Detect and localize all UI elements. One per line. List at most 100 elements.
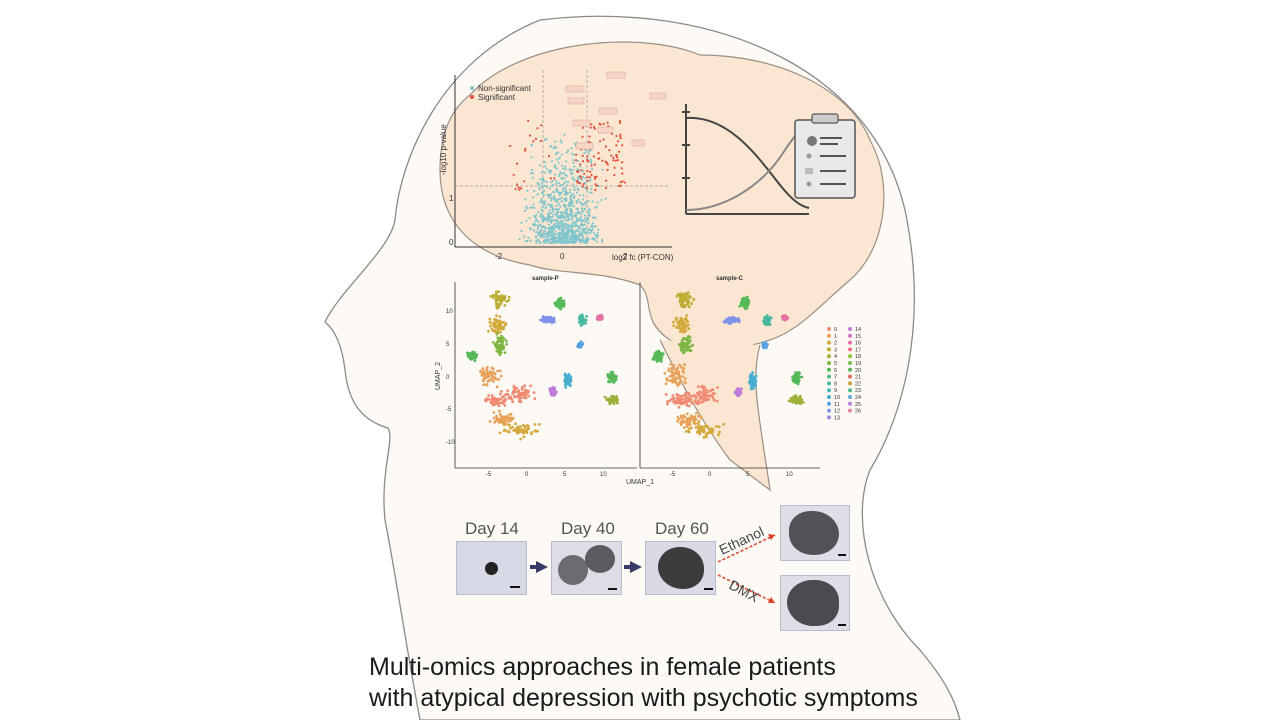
umap-point [660,355,664,359]
volcano-point [591,167,594,171]
volcano-point [541,201,544,204]
umap-point [491,371,495,374]
volcano-point [554,182,558,185]
umap-point [656,350,660,354]
volcano-point [583,151,586,155]
umap-point [473,355,477,359]
umap-point [680,339,684,343]
volcano-point [530,143,533,146]
volcano-point [586,179,589,182]
umap-point [490,375,494,378]
umap-point [792,398,796,402]
volcano-point [601,159,604,162]
volcano-point [551,236,555,239]
volcano-point [584,201,587,204]
umap-point [696,385,700,388]
umap-legend-swatch [848,354,852,359]
volcano-point [576,179,579,183]
umap-point [799,399,802,402]
volcano-point [592,155,596,158]
umap-point [487,394,491,398]
umap-point [497,294,501,298]
umap-point [666,400,669,403]
umap-point [483,398,487,402]
umap-point [685,404,689,407]
umap-point [685,422,689,426]
umap-point [681,375,684,378]
volcano-point [606,168,609,172]
umap-point [598,314,601,318]
umap-point [711,428,715,431]
volcano-point [570,152,574,155]
umap-point [659,357,663,361]
umap-ytick: 10 [446,309,453,315]
volcano-point [577,236,580,239]
volcano-point [564,197,568,200]
volcano-point [529,228,533,231]
volcano-point [554,164,557,167]
volcano-point [590,161,593,165]
volcano-point [572,158,575,162]
volcano-point [527,119,530,122]
volcano-point [590,225,593,228]
volcano-point [540,171,544,174]
umap-legend-label: 2 [834,341,837,347]
volcano-point [564,237,567,240]
umap-point [754,374,758,378]
umap-point [492,400,495,404]
umap-point [677,343,681,346]
umap-legend-swatch [848,340,852,345]
volcano-point [543,225,546,228]
umap-point [517,390,520,394]
umap-point [766,343,769,346]
volcano-point [557,182,560,185]
volcano-point [549,211,553,214]
day-label: Day 40 [561,519,615,538]
umap-point [683,294,686,298]
umap-legend-label: 14 [855,327,861,333]
umap-point [664,393,668,396]
volcano-point [562,240,566,243]
volcano-point [563,186,566,190]
umap-point [513,388,517,391]
volcano-point [535,213,538,216]
volcano-point [547,212,550,215]
umap-point [466,353,470,356]
volcano-point [558,214,561,217]
umap-point [499,321,502,325]
volcano-point [563,215,566,218]
umap-point [533,397,537,400]
umap-point [503,404,507,407]
umap-legend-label: 19 [855,361,861,367]
umap-point [688,423,692,427]
volcano-point [584,149,587,152]
umap-point [681,397,685,401]
volcano-point [567,229,570,232]
umap-point [657,355,660,358]
umap-point [495,319,499,322]
brain-shape [439,41,885,351]
volcano-point [530,171,533,175]
volcano-point [551,215,554,218]
volcano-point [566,208,569,211]
volcano-point [561,225,564,228]
volcano-point [571,233,574,236]
umap-point [737,392,741,396]
volcano-point [584,232,588,235]
umap-point [563,372,567,376]
umap-point [797,378,801,382]
volcano-point [512,173,515,176]
umap-point [677,373,680,377]
volcano-point [581,210,585,213]
umap-point [704,395,708,399]
volcano-point [618,184,621,188]
umap-point [610,375,614,379]
umap-point [705,398,709,402]
umap-point [525,424,529,427]
volcano-point [571,172,574,175]
umap-legend-swatch [827,340,831,345]
volcano-point [579,165,582,168]
volcano-legend-sig: Significant [478,93,516,102]
volcano-point [586,158,589,161]
umap-point [500,339,503,343]
